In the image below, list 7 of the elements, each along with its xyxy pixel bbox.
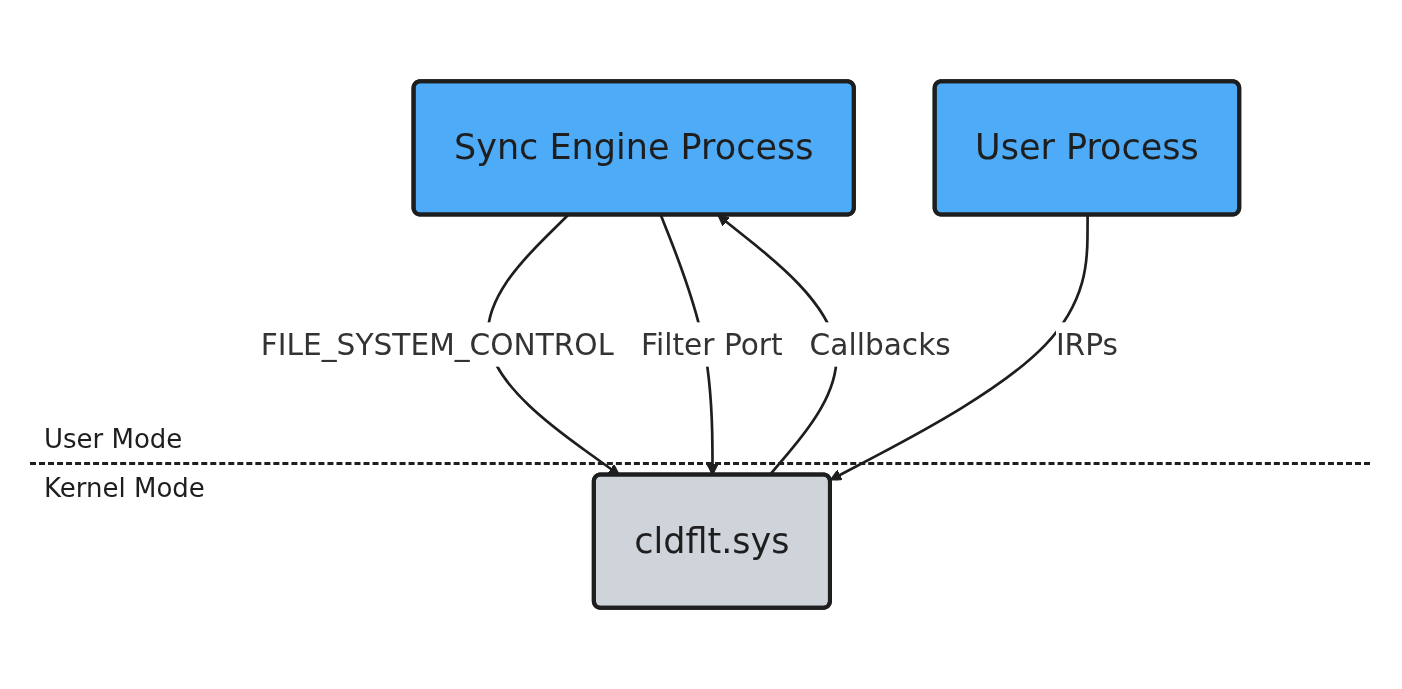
zone-label: User Mode <box>44 424 183 454</box>
arrow <box>829 215 1089 481</box>
zone-label: Kernel Mode <box>44 473 205 503</box>
edge-label: Callbacks <box>809 327 951 362</box>
edge-label: IRPs <box>1055 327 1118 362</box>
edge-label: Filter Port <box>641 327 783 362</box>
edge-label: FILE_SYSTEM_CONTROL <box>260 327 615 362</box>
